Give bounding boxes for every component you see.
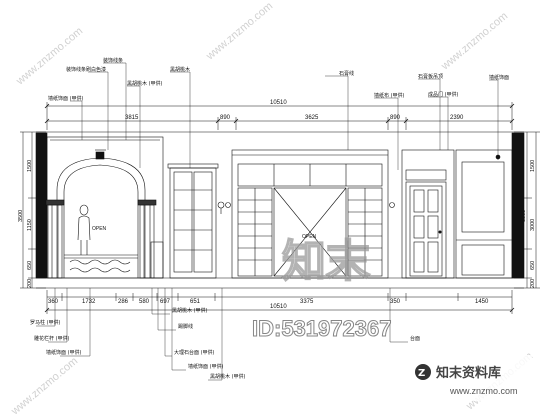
dim-bottom-seg: 3375 (300, 299, 314, 305)
dim-bottom-seg: 697 (160, 299, 171, 305)
callout-bottom: 黑胡桃木 (甲供) (172, 307, 208, 314)
callout-top: 装饰线条 (103, 57, 123, 64)
dim-bottom-seg: 350 (390, 299, 401, 305)
dim-left-vertical: 1500 (27, 160, 33, 172)
dim-top-seg: 890 (220, 115, 231, 121)
svg-text:Z: Z (418, 368, 425, 379)
wall-elevation (35, 131, 525, 289)
callout-bottom: 黑胡桃木 (甲供) (210, 373, 246, 380)
callout-bottom: 墙纸饰面 (甲供) (46, 349, 82, 356)
dim-left-total: 3500 (18, 210, 24, 222)
dim-bottom-seg: 360 (48, 299, 59, 305)
callout-leaders-top (70, 62, 499, 170)
watermark-brand-url: www.znzmo.com (449, 386, 518, 396)
callout-leaders-bottom (36, 288, 408, 381)
callout-top: 石膏板吊顶 (418, 73, 443, 80)
dim-bottom-seg: 1732 (82, 299, 96, 305)
open-label-center: OPEN (302, 234, 317, 240)
callout-top: 墙纸饰面 (甲供) (48, 95, 84, 102)
dim-left-vertical: 200 (27, 279, 33, 288)
dim-top-seg: 3815 (125, 115, 139, 121)
watermark-diagonal-text: www.znzmo.com (13, 25, 85, 88)
dim-bottom-seg: 286 (118, 299, 129, 305)
callout-bottom: 踢脚线 (178, 323, 193, 330)
dim-top-total: 10510 (270, 100, 287, 106)
callout-top: 石膏线 (339, 70, 354, 77)
callout-bottom: 墙纸饰面 (甲供) (188, 363, 224, 370)
dim-bottom-total: 10510 (270, 304, 287, 310)
callout-bottom: 台面 (410, 335, 420, 342)
dim-bottom-seg: 580 (139, 299, 150, 305)
dim-top-seg: 890 (390, 115, 401, 121)
watermark-diagonal-text: www.znzmo.com (203, 0, 275, 63)
callout-bottom: 大理石台面 (甲供) (174, 349, 215, 356)
watermark-brand-logo: 知末资料库 (436, 365, 501, 381)
dim-top-seg: 3625 (305, 115, 319, 121)
dim-right-vertical: 1500 (530, 160, 536, 172)
callout-top: 墙纸布 (甲供) (374, 92, 405, 99)
callout-top: 成品门 (甲供) (428, 91, 459, 98)
open-label-arch: OPEN (92, 226, 107, 232)
dimension-ticks (44, 103, 515, 313)
callout-top: 黑胡桃木 (170, 66, 190, 73)
watermark-logo-text: 知末 (282, 236, 370, 287)
dim-left-vertical: 650 (27, 261, 33, 270)
callout-bottom: 雕花栏杆 (甲供) (34, 335, 70, 342)
watermark-diagonal-text: www.znzmo.com (438, 10, 510, 73)
dim-bottom-seg: 651 (190, 299, 201, 305)
watermark-id: ID:531972367 (252, 316, 391, 341)
watermark-brand: Z 知末资料库 www.znzmo.com (415, 355, 532, 401)
dim-right-vertical: 650 (530, 261, 536, 270)
dim-left-vertical: 1150 (27, 219, 33, 231)
watermark-diagonal-text: www.znzmo.com (8, 355, 80, 418)
dim-bottom-seg: 1450 (475, 299, 489, 305)
dim-right-vertical: 200 (530, 279, 536, 288)
callout-top: 装饰线条刷白色漆 (66, 66, 106, 73)
callout-top: 黑胡桃木 (甲供) (127, 80, 163, 87)
dim-top-seg: 2390 (450, 115, 464, 121)
callout-top: 墙纸饰面 (489, 74, 509, 81)
dim-right-vertical: 3000 (530, 219, 536, 231)
callout-bottom: 罗马柱 (甲供) (30, 319, 61, 326)
